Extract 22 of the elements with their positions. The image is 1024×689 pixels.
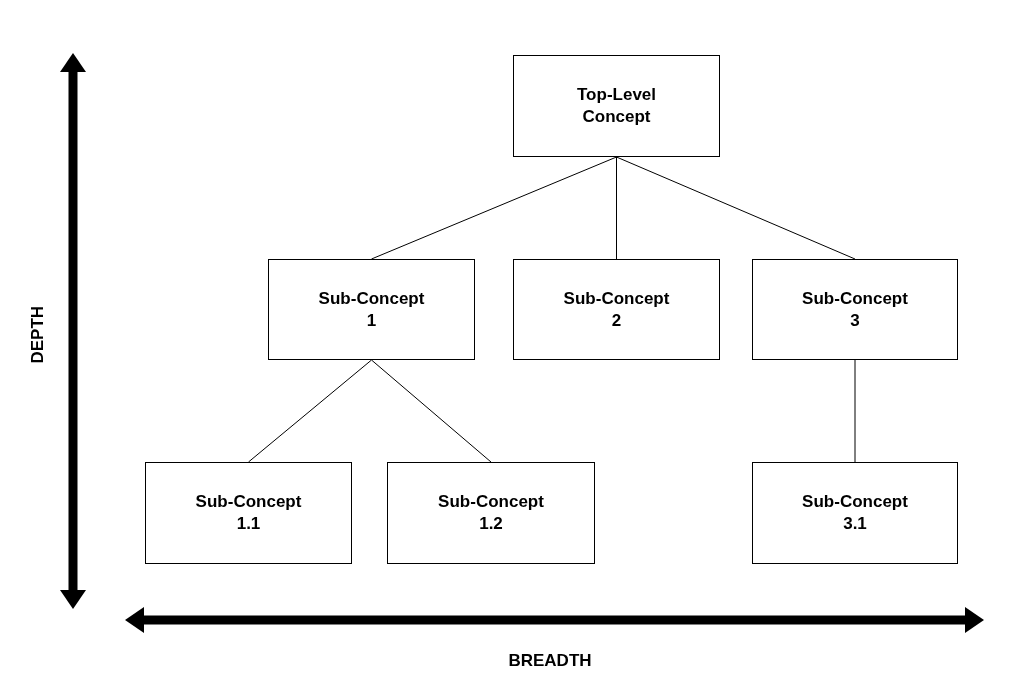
concept-box bbox=[752, 462, 958, 564]
concept-label: Sub-Concept 1.1 bbox=[194, 491, 303, 535]
connector-line bbox=[854, 359, 856, 463]
concept-label: Sub-Concept 3 bbox=[801, 287, 909, 332]
concept-label: Top-Level Concept bbox=[576, 84, 657, 128]
axis-label: DEPTH bbox=[27, 305, 49, 364]
concept-box bbox=[145, 462, 352, 564]
connector-line bbox=[248, 359, 372, 463]
concept-box bbox=[387, 462, 595, 564]
axis-label: BREADTH bbox=[508, 650, 592, 672]
concept-label: Sub-Concept 1.2 bbox=[437, 491, 545, 535]
connector-line bbox=[371, 156, 617, 260]
connector-line bbox=[371, 359, 492, 463]
connector-line bbox=[616, 156, 856, 260]
concept-box bbox=[752, 259, 958, 360]
connector-line bbox=[616, 156, 617, 260]
concept-box bbox=[513, 55, 720, 157]
concept-label: Sub-Concept 1 bbox=[317, 287, 426, 332]
concept-label: Sub-Concept 2 bbox=[562, 287, 671, 332]
concept-label: Sub-Concept 3.1 bbox=[801, 491, 909, 535]
concept-box bbox=[268, 259, 475, 360]
concept-box bbox=[513, 259, 720, 360]
